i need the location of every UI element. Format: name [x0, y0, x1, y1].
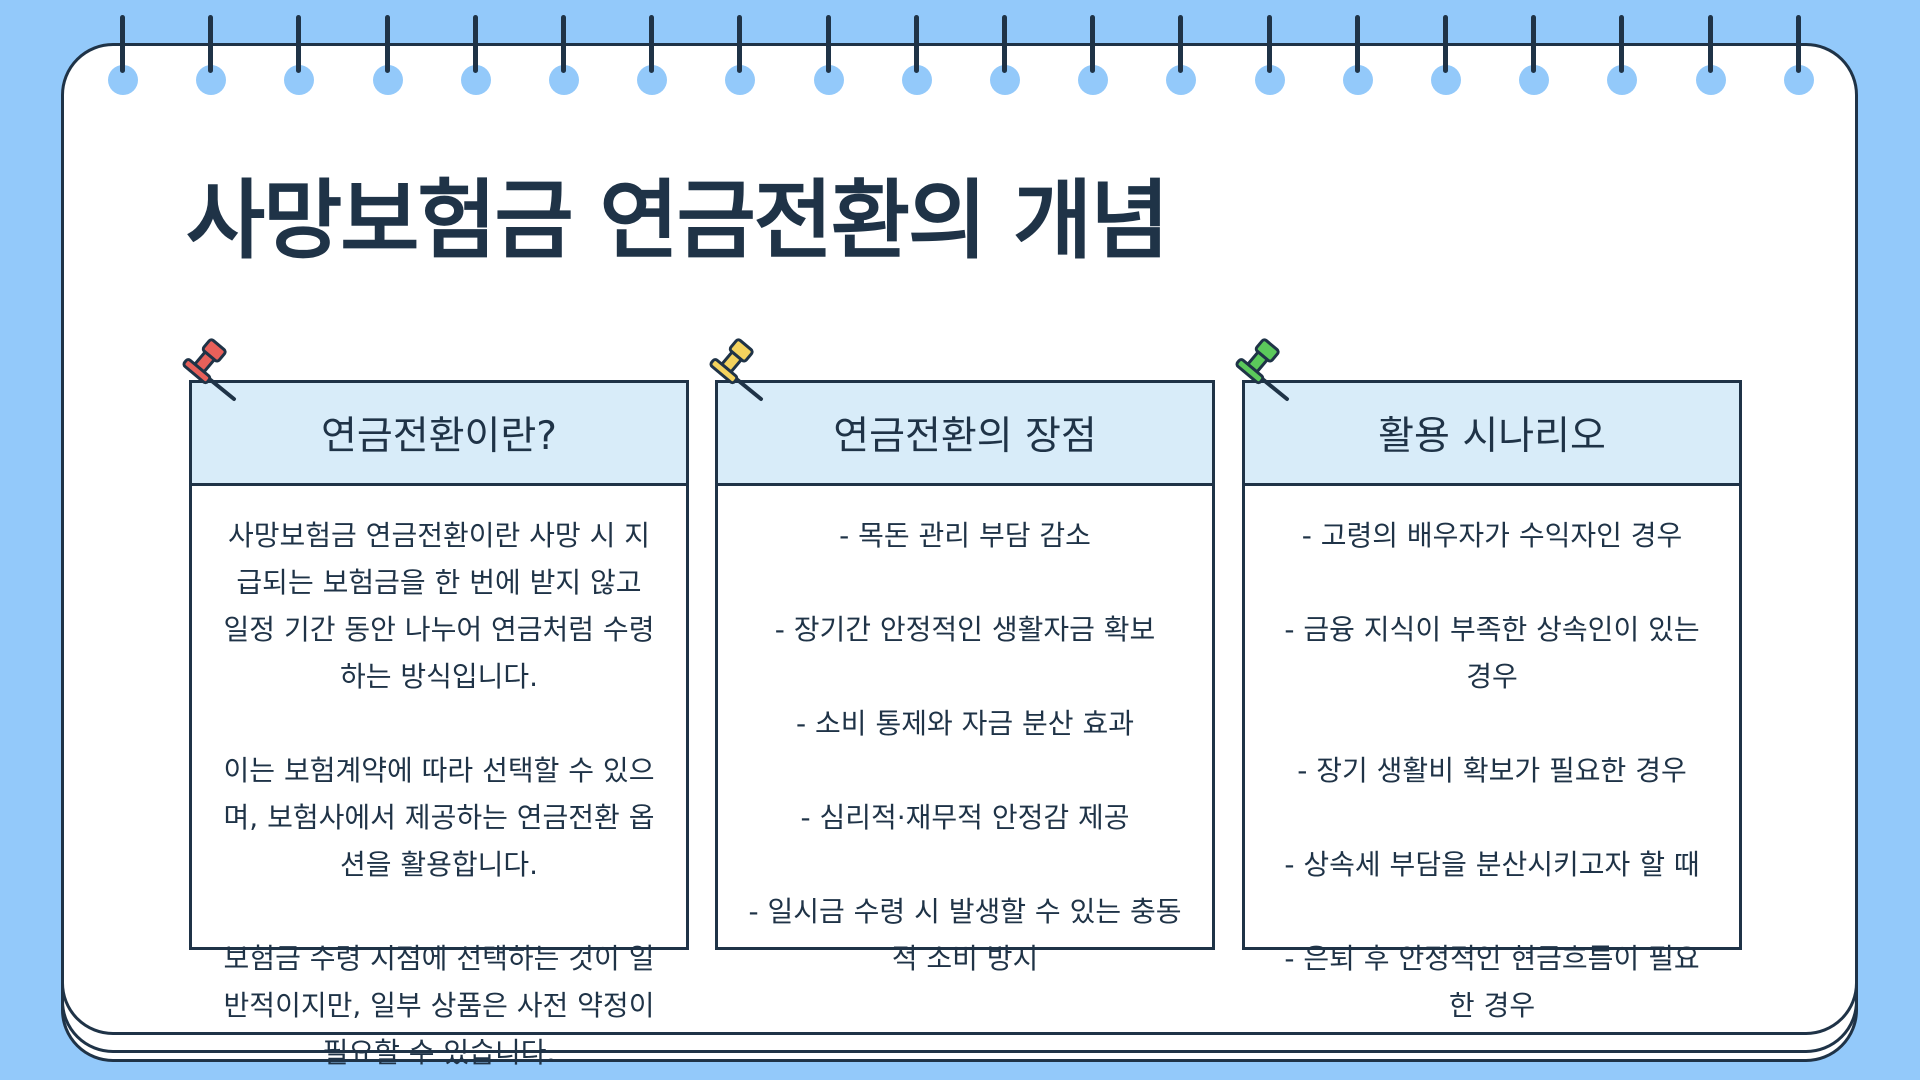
yellow-pushpin-icon: [709, 338, 763, 401]
green-pushpin-icon: [1235, 338, 1289, 401]
card-heading: 활용 시나리오: [1245, 383, 1739, 486]
card-body-text: - 고령의 배우자가 수익자인 경우 - 금융 지식이 부족한 상속인이 있는 …: [1284, 519, 1700, 1022]
card-advantages: 연금전환의 장점 - 목돈 관리 부담 감소 - 장기간 안정적인 생활자금 확…: [715, 380, 1215, 975]
card-definition: 연금전환이란? 사망보험금 연금전환이란 사망 시 지급되는 보험금을 한 번에…: [189, 380, 689, 1069]
card-heading: 연금전환이란?: [192, 383, 686, 486]
card-scenarios: 활용 시나리오 - 고령의 배우자가 수익자인 경우 - 금융 지식이 부족한 …: [1242, 380, 1742, 1022]
page-title: 사망보험금 연금전환의 개념: [186, 171, 1169, 271]
card-body-text: - 목돈 관리 부담 감소 - 장기간 안정적인 생활자금 확보 - 소비 통제…: [748, 519, 1182, 975]
card-body-text: 사망보험금 연금전환이란 사망 시 지급되는 보험금을 한 번에 받지 않고 일…: [223, 519, 655, 1069]
card-heading: 연금전환의 장점: [718, 383, 1212, 486]
red-pushpin-icon: [182, 338, 236, 401]
